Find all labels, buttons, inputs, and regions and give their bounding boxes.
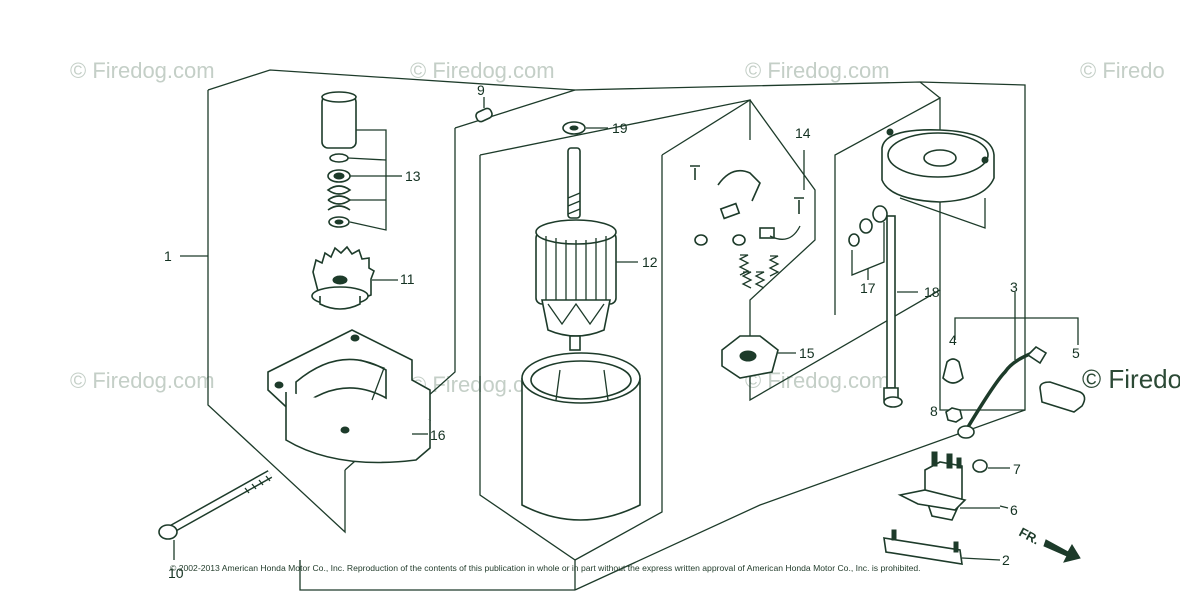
part-19-washer — [562, 121, 608, 135]
callout-11: 11 — [400, 271, 415, 287]
watermarks: © Firedog.com © Firedog.com © Firedog.co… — [70, 58, 1180, 397]
watermark: © Firedo — [1080, 58, 1165, 83]
part-13-assembly — [321, 91, 387, 231]
callout-10: 10 — [168, 565, 184, 581]
callout-3: 3 — [1010, 279, 1018, 295]
part-6-solenoid — [897, 451, 1000, 521]
parts-3-4-5-cable — [942, 292, 1086, 439]
watermark-side: © Firedog — [1082, 364, 1180, 394]
callout-6: 6 — [1010, 502, 1018, 518]
part-17-nuts — [848, 205, 888, 280]
callout-12: 12 — [642, 254, 658, 270]
part-18-bolt — [883, 215, 918, 408]
callout-1: 1 — [164, 248, 172, 264]
frame-base — [299, 560, 575, 591]
callout-9: 9 — [477, 82, 485, 98]
callout-4: 4 — [949, 332, 957, 348]
part-16-front-bracket — [267, 329, 431, 464]
watermark: © Firedog.com — [410, 58, 555, 83]
callout-numbers: 1 2 3 4 5 6 7 8 9 10 11 12 13 14 15 16 1… — [164, 82, 1080, 581]
part-7-nut — [972, 459, 1010, 473]
callout-16: 16 — [430, 427, 446, 443]
callout-17: 17 — [860, 280, 876, 296]
leader-lines — [180, 150, 1009, 509]
part-11-pinion — [311, 245, 375, 310]
copyright-notice: © 2002-2013 American Honda Motor Co., In… — [170, 563, 921, 573]
part-9-dowel — [475, 97, 493, 123]
callout-14: 14 — [795, 125, 811, 141]
fr-direction-indicator: FR. — [1017, 524, 1081, 563]
watermark: © Firedog.com — [70, 58, 215, 83]
group-1-top — [207, 69, 576, 91]
callout-15: 15 — [799, 345, 815, 361]
part-8-nut — [945, 407, 963, 423]
watermark: © Firedog.com — [70, 368, 215, 393]
group-mid-right — [574, 155, 663, 561]
callout-18: 18 — [924, 284, 940, 300]
arrow-right-icon — [1043, 539, 1081, 563]
group-1-outline — [207, 90, 346, 534]
callout-7: 7 — [1013, 461, 1021, 477]
part-2-bracket — [883, 529, 1001, 565]
part-10-bolt — [158, 470, 273, 560]
callout-2: 2 — [1002, 552, 1010, 568]
frame-bottom — [574, 409, 1026, 591]
callout-5: 5 — [1072, 345, 1080, 361]
motor-yoke — [521, 352, 641, 521]
callout-8: 8 — [930, 403, 938, 419]
rear-cover — [881, 128, 995, 229]
fr-label: FR. — [1017, 524, 1043, 547]
callout-13: 13 — [405, 168, 421, 184]
group-mid-outline — [479, 155, 576, 590]
part-12-armature — [535, 147, 638, 351]
callout-19: 19 — [612, 120, 628, 136]
part-14-brush-set — [690, 165, 804, 289]
part-15-brush-plate — [721, 335, 796, 379]
watermark: © Firedog.com — [745, 58, 890, 83]
frame-top — [574, 81, 941, 99]
